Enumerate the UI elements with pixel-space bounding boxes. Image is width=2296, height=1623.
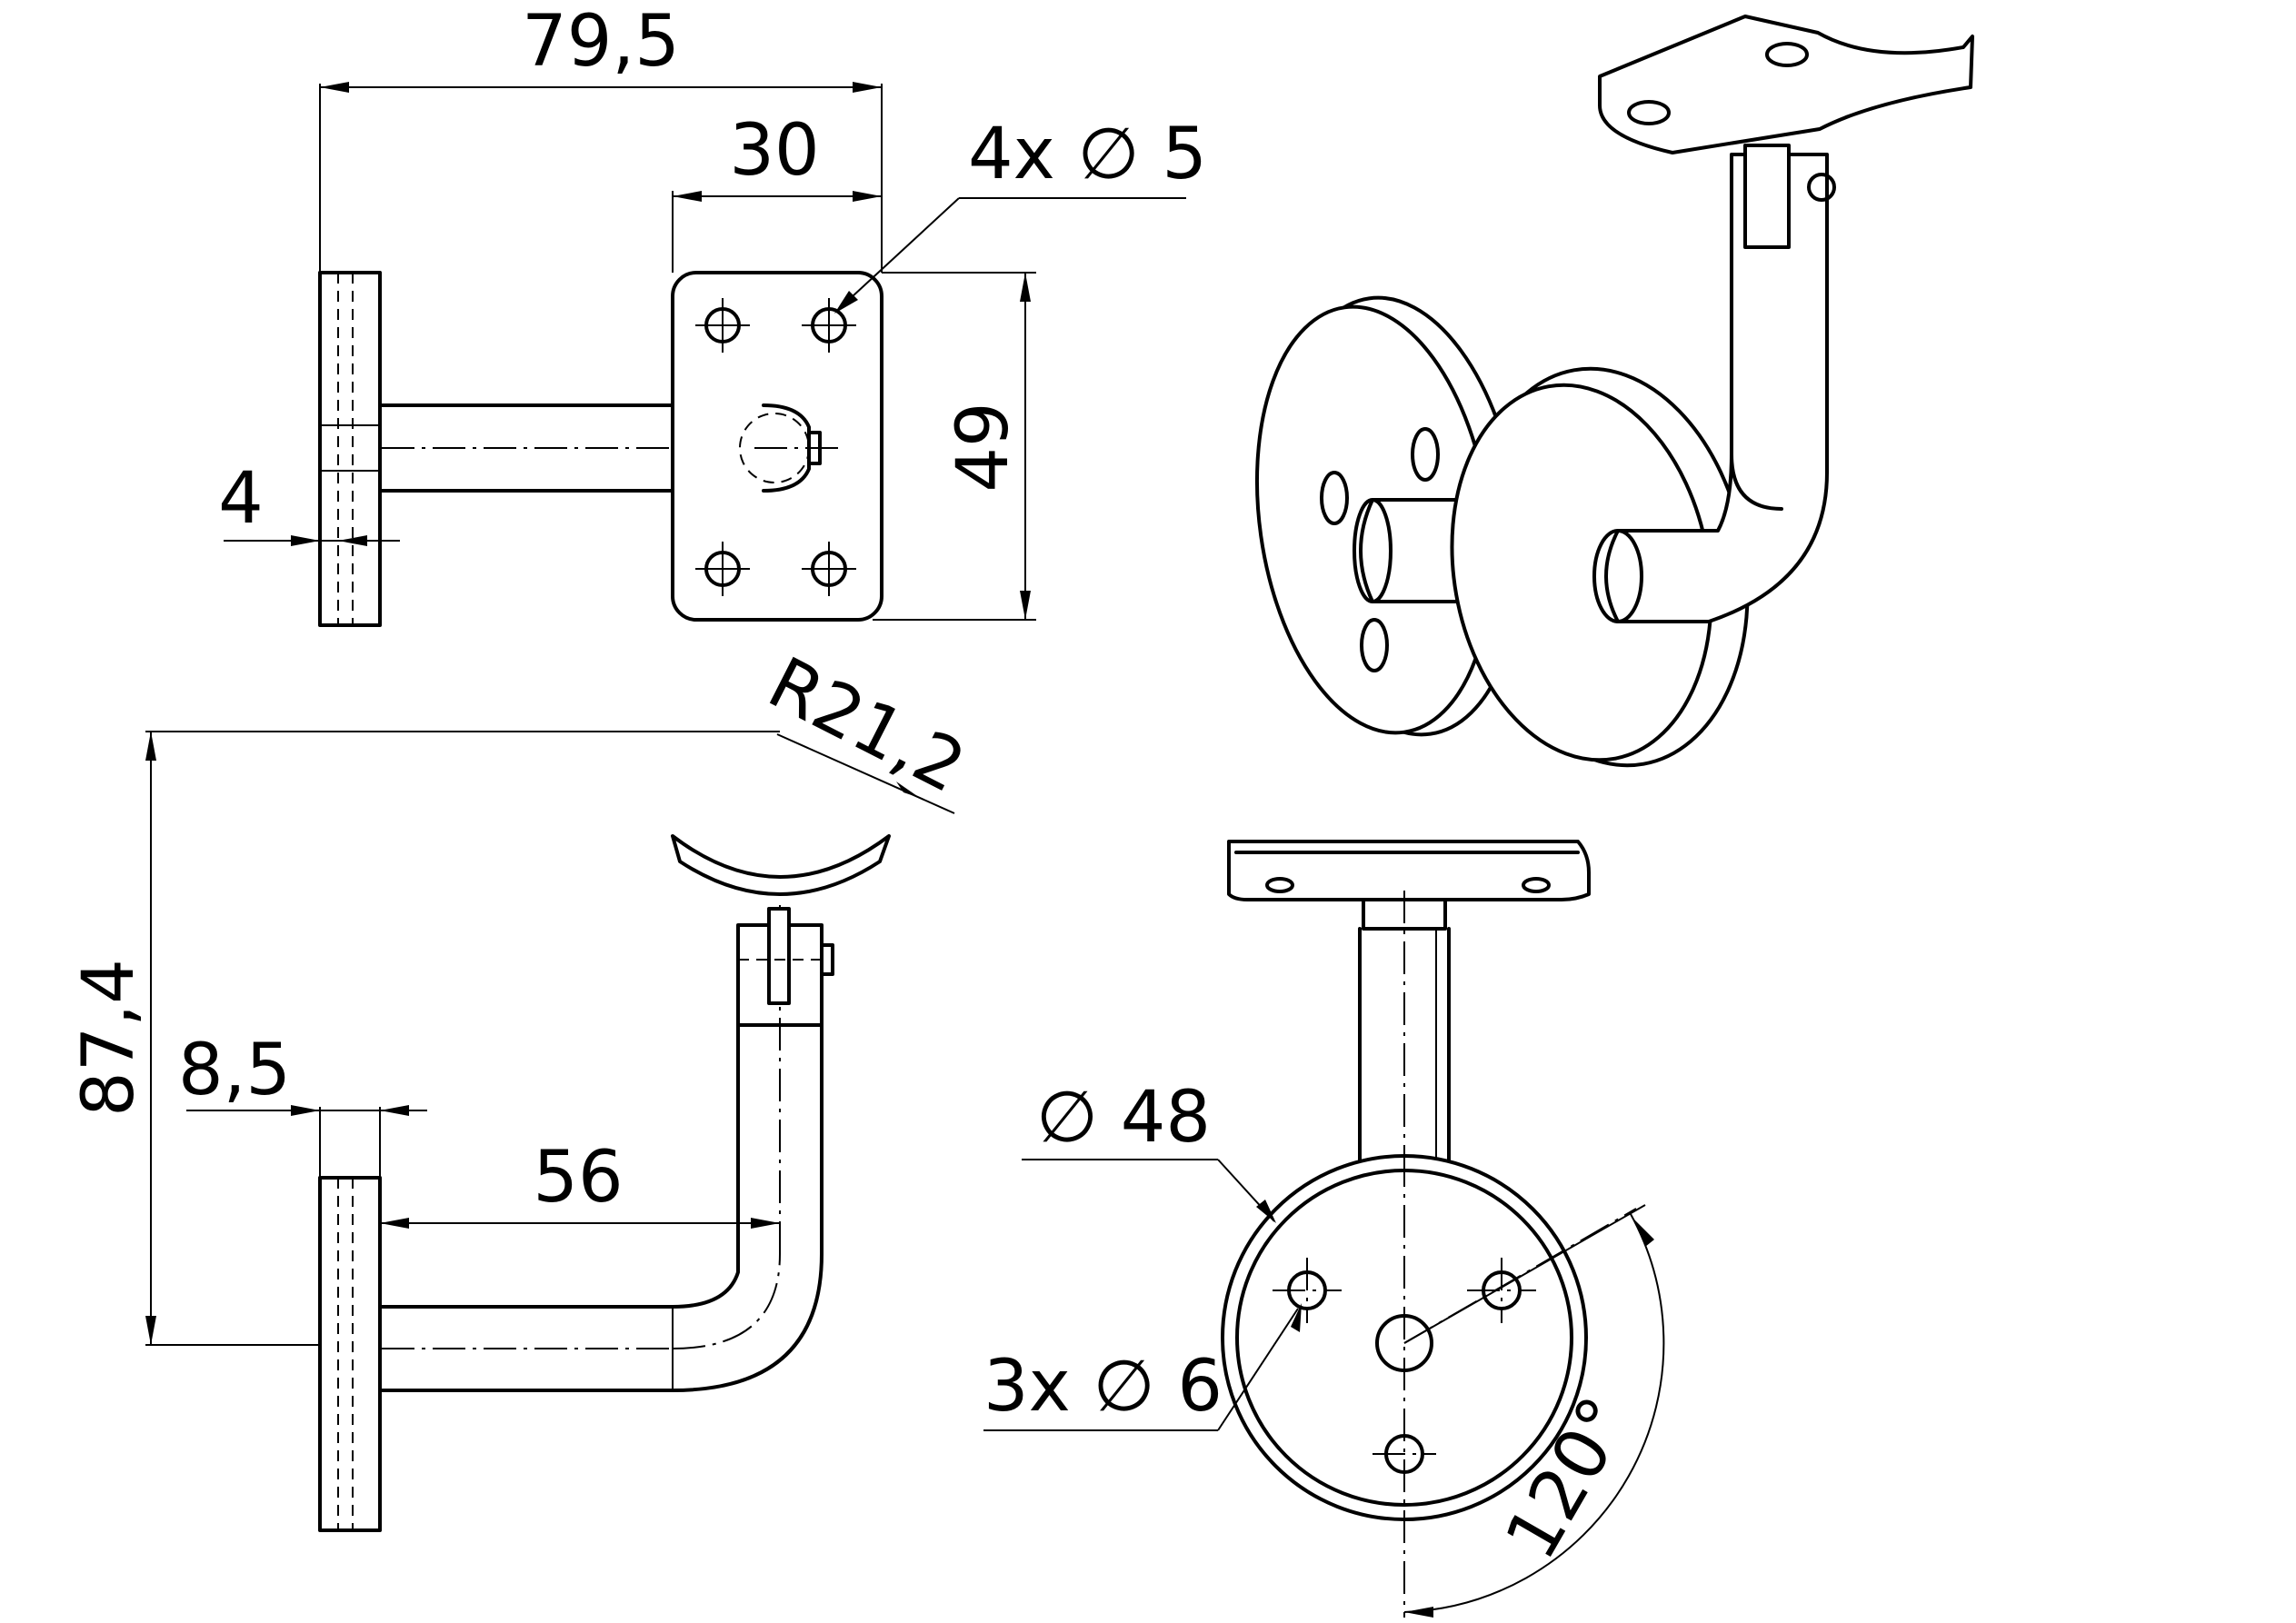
dim-arm-length: 56 (533, 1137, 623, 1219)
dim-plate-width: 30 (729, 110, 819, 192)
isometric-view (1254, 15, 1974, 768)
dim-overall-width: 79,5 (522, 1, 680, 83)
side-view-dimensions: 87,4 R21,2 8,5 56 (68, 642, 977, 1346)
dim-total-height: 87,4 (68, 959, 150, 1117)
top-view (318, 271, 883, 627)
dim-flange-thickness-side: 8,5 (178, 1030, 291, 1111)
top-view-dimensions: 79,5 30 4x ∅ 5 49 4 (218, 1, 1207, 621)
dim-flange-thickness: 4 (218, 458, 264, 540)
dim-plate-height: 49 (943, 402, 1024, 492)
front-view (1221, 840, 1637, 1618)
side-view (318, 834, 891, 1532)
dim-hole-callout-plate: 4x ∅ 5 (968, 114, 1207, 195)
dim-saddle-radius: R21,2 (755, 642, 977, 810)
dim-flange-diameter: ∅ 48 (1036, 1077, 1211, 1159)
dim-hole-callout-flange: 3x ∅ 6 (983, 1346, 1223, 1428)
